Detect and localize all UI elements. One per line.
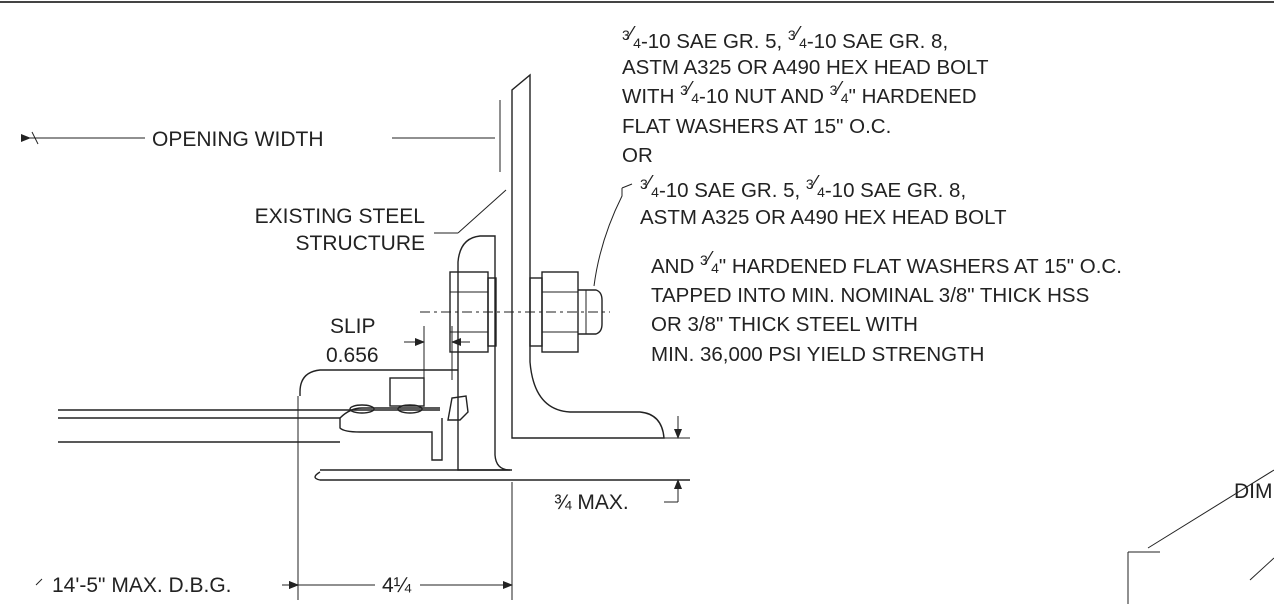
dim-4-1-4-label: 4¼	[382, 574, 412, 597]
angle-clip	[457, 235, 511, 471]
svg-text:ASTM A325 OR A490 HEX HEAD BOL: ASTM A325 OR A490 HEX HEAD BOLT	[640, 206, 1007, 229]
svg-text:AND 3⁄4" HARDENED FLAT WASHERS: AND 3⁄4" HARDENED FLAT WASHERS AT 15" O.…	[651, 248, 1122, 278]
slip-value: 0.656	[326, 344, 379, 367]
existing-steel-label: EXISTING STEEL	[255, 205, 425, 228]
svg-text:ASTM A325 OR A490 HEX HEAD BOL: ASTM A325 OR A490 HEX HEAD BOLT	[622, 56, 989, 79]
max-dbg-label: 14'-5" MAX. D.B.G.	[52, 574, 232, 597]
svg-text:MIN. 36,000 PSI YIELD STRENGTH: MIN. 36,000 PSI YIELD STRENGTH	[651, 343, 984, 366]
svg-text:OR 3/8" THICK STEEL WITH: OR 3/8" THICK STEEL WITH	[651, 313, 918, 336]
svg-text:3⁄4-10 SAE GR. 5, 3⁄4-10 SAE G: 3⁄4-10 SAE GR. 5, 3⁄4-10 SAE GR. 8,	[640, 172, 966, 202]
structure-label: STRUCTURE	[296, 232, 426, 255]
or-separator: OR	[622, 144, 653, 167]
max-3-4-label: ¾ MAX.	[554, 491, 629, 514]
slip-label: SLIP	[330, 315, 376, 338]
hex-bolt-assembly	[420, 271, 610, 353]
svg-text:TAPPED INTO MIN. NOMINAL 3/8": TAPPED INTO MIN. NOMINAL 3/8" THICK HSS	[651, 284, 1089, 307]
bolt-note-a: 3⁄4-10 SAE GR. 5, 3⁄4-10 SAE GR. 8, ASTM…	[622, 23, 989, 138]
opening-width-label: OPENING WIDTH	[152, 128, 324, 151]
existing-steel-wall	[511, 73, 665, 439]
dimension-lines	[21, 100, 682, 600]
svg-text:WITH 3⁄4-10 NUT AND 3⁄4" HARDE: WITH 3⁄4-10 NUT AND 3⁄4" HARDENED	[622, 78, 977, 108]
bolt-note-b: 3⁄4-10 SAE GR. 5, 3⁄4-10 SAE GR. 8, ASTM…	[640, 172, 1122, 366]
dim-cut-label: DIM	[1234, 480, 1273, 503]
svg-text:FLAT WASHERS AT 15" O.C.: FLAT WASHERS AT 15" O.C.	[622, 115, 891, 138]
frame-assembly	[58, 369, 690, 481]
partial-adjacent-detail	[1127, 469, 1274, 604]
svg-text:3⁄4-10 SAE GR. 5, 3⁄4-10 SAE G: 3⁄4-10 SAE GR. 5, 3⁄4-10 SAE GR. 8,	[622, 23, 948, 53]
